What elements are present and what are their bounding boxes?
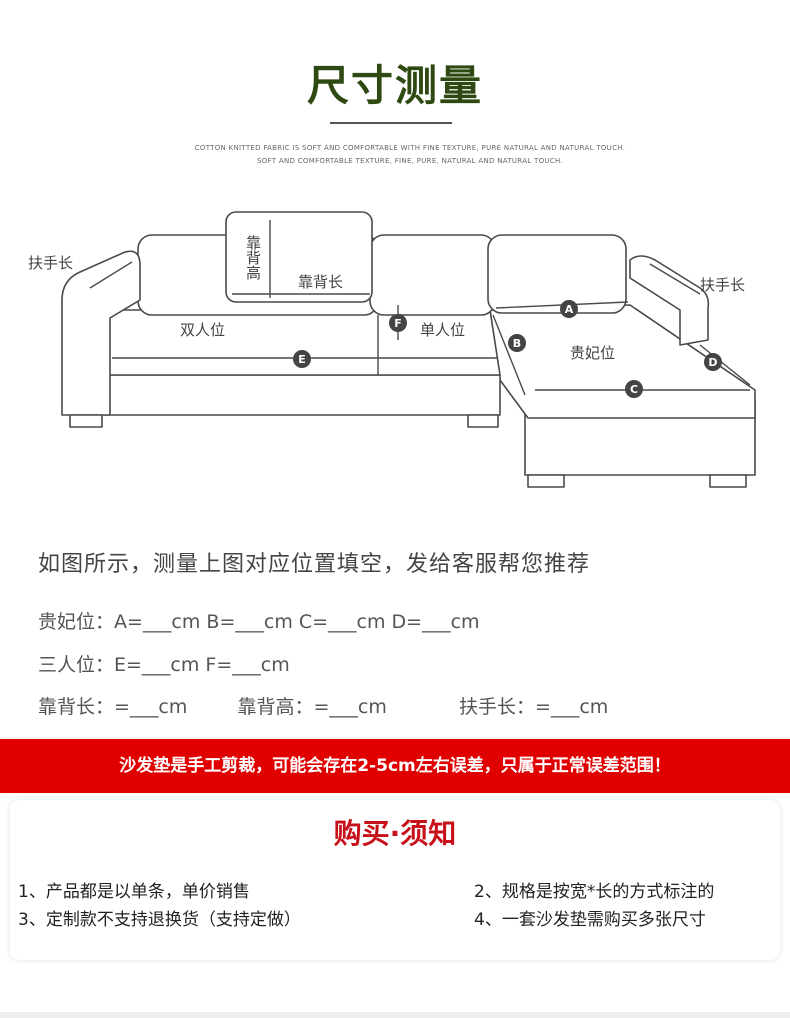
sofa-diagram: A B C D E F 扶手长 扶手长 靠背长 双人位 单人位 贵妃位 靠背高 (28, 211, 756, 488)
leg-4 (709, 474, 747, 488)
error-banner-text: 沙发垫是手工剪裁，可能会存在2-5cm左右误差，只属于正常误差范围！ (119, 756, 671, 776)
badge-b-circle (508, 334, 526, 352)
label-armrest-right: 扶手长 (700, 276, 745, 294)
measure-armrest: 扶手长：=___cm (458, 696, 609, 718)
measure-row-three-seat: 三人位：E=___cm F=___cm (38, 654, 290, 676)
title-underline (330, 122, 452, 124)
badge-a: A (565, 303, 574, 316)
badge-b: B (513, 337, 521, 350)
sofa-front (104, 374, 501, 416)
subtitle-line-2: SOFT AND COMFORTABLE TEXTURE, FINE, PURE… (257, 157, 563, 165)
badge-e: E (298, 353, 306, 366)
measure-row-back: 靠背长：=___cm 靠背高：=___cm 扶手长：=___cm (38, 692, 608, 719)
notice-item-1: 1、产品都是以单条，单价销售 (18, 882, 250, 902)
notice-item-4: 4、一套沙发垫需购买多张尺寸 (474, 910, 706, 930)
instruction-text: 如图所示，测量上图对应位置填空，发给客服帮您推荐 (38, 552, 591, 577)
measure-row-chaise: 贵妃位：A=___cm B=___cm C=___cm D=___cm (38, 611, 480, 633)
badge-e-circle (293, 350, 311, 368)
notice-title: 购买·须知 (333, 817, 457, 850)
label-double-seat: 双人位 (180, 321, 225, 339)
leg-2 (467, 414, 499, 428)
badge-d: D (708, 356, 717, 369)
badge-c: C (630, 383, 638, 396)
error-banner: 沙发垫是手工剪裁，可能会存在2-5cm左右误差，只属于正常误差范围！ (0, 739, 790, 793)
subtitle-line-1: COTTON KNITTED FABRIC IS SOFT AND COMFOR… (194, 144, 626, 152)
notice-item-2: 2、规格是按宽*长的方式标注的 (474, 882, 715, 902)
arrow-d (699, 344, 751, 386)
arrow-armrest-left (89, 261, 133, 289)
bottom-strip (0, 1012, 790, 1018)
headrest-cushion (225, 211, 373, 303)
label-backrest-height: 靠背高 (244, 235, 262, 280)
measure-back-height: 靠背高：=___cm (237, 696, 387, 718)
armrest-left (61, 250, 141, 416)
back-cushion-3 (487, 234, 627, 314)
back-cushion-2 (369, 234, 496, 316)
badge-a-circle (560, 300, 578, 318)
notice-item-3: 3、定制款不支持退换货（支持定做） (18, 910, 301, 930)
leg-1 (69, 414, 103, 428)
leg-3 (527, 474, 565, 488)
label-single-seat: 单人位 (420, 321, 465, 339)
armrest-right (629, 255, 710, 346)
page-title: 尺寸测量 (306, 61, 483, 110)
label-armrest-left: 扶手长 (28, 254, 73, 272)
label-backrest-length: 靠背长 (298, 273, 343, 291)
arrow-armrest-right (649, 263, 701, 295)
measure-back-length: 靠背长：=___cm (38, 696, 188, 718)
badge-f-circle (389, 314, 407, 332)
badge-d-circle (704, 353, 722, 371)
badge-f: F (394, 317, 402, 330)
badge-c-circle (625, 380, 643, 398)
label-chaise: 贵妃位 (570, 344, 615, 362)
notice-card (10, 800, 780, 960)
arrow-b (492, 314, 526, 396)
